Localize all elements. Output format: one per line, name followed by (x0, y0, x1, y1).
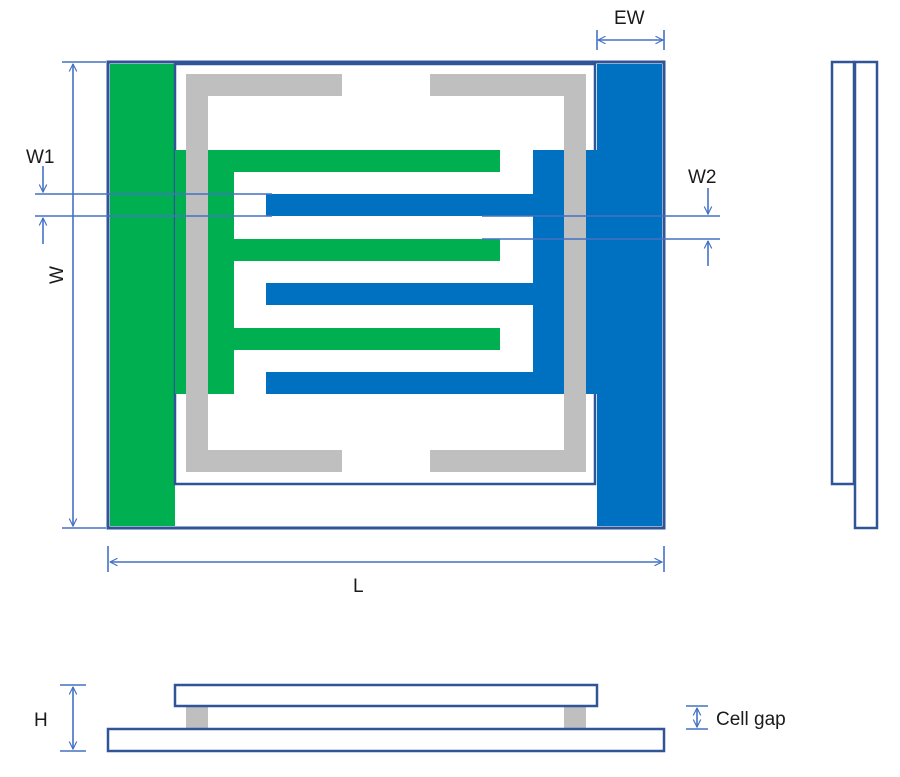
l-label: L (353, 576, 364, 597)
cell-gap-label: Cell gap (716, 709, 786, 730)
w-label: W (47, 266, 68, 284)
h-label: H (34, 710, 48, 731)
side-bottom-substrate (853, 60, 879, 530)
side-view (830, 60, 879, 530)
section-top-substrate (173, 683, 599, 708)
side-top-substrate (830, 60, 856, 486)
w1-label: W1 (26, 147, 55, 168)
w2-label: W2 (688, 167, 717, 188)
section-dimension-lines (60, 684, 708, 752)
spacer-left (186, 706, 208, 728)
ew-label: EW (614, 8, 645, 29)
spacer-left-column (186, 150, 208, 394)
dimension-lines (35, 30, 720, 572)
cross-section-view (106, 683, 666, 753)
spacer-right (564, 706, 586, 728)
left-electrode-bar (110, 64, 175, 526)
section-bottom-substrate (106, 727, 666, 753)
spacer-right-column (564, 150, 586, 394)
right-electrode-bar (597, 64, 662, 526)
top-substrate (173, 62, 597, 486)
top-view (106, 60, 666, 530)
